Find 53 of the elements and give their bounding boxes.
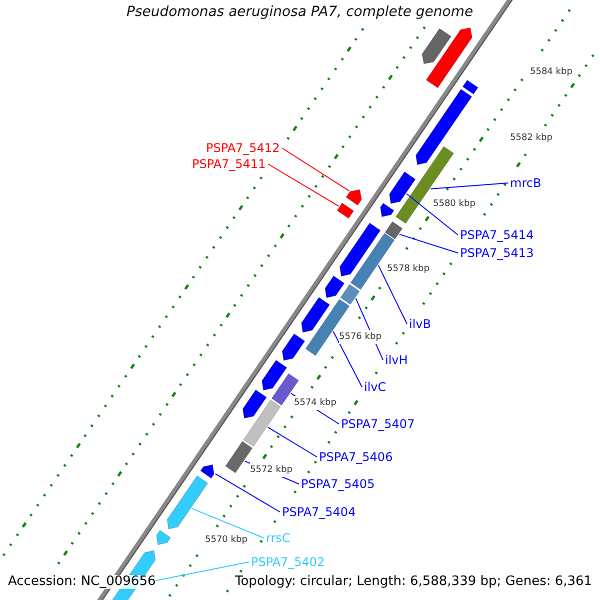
- gene-label: ilvH: [385, 353, 408, 367]
- gene-feature: [242, 390, 267, 419]
- leader-line: [430, 182, 508, 190]
- leader-line: [268, 164, 340, 207]
- gene-feature: [156, 530, 171, 545]
- title: Pseudomonas aeruginosa PA7, complete genome: [126, 5, 474, 19]
- gene-label: PSPA7_5406: [319, 450, 393, 464]
- gene-label: rrsC: [266, 531, 290, 545]
- gene-feature: [346, 189, 362, 206]
- gene-label: PSPA7_5405: [301, 477, 375, 491]
- gene-feature: [416, 88, 472, 166]
- gene-label: ilvB: [409, 317, 432, 331]
- gene-feature: [243, 400, 281, 447]
- gene-feature: [200, 464, 214, 478]
- position-label: 5582 kbp: [510, 131, 552, 145]
- genome-info-text: Topology: circular; Length: 6,588,339 bp; Genes: 6,361: [235, 575, 592, 589]
- gene-feature: [422, 28, 452, 64]
- leader-line: [332, 330, 362, 388]
- accession-text: Accession: NC_009656: [8, 575, 156, 589]
- gene-label: mrcB: [510, 176, 542, 190]
- gene-feature: [301, 297, 330, 333]
- leader-line: [399, 234, 458, 254]
- gene-feature: [384, 221, 403, 240]
- gene-label: PSPA7_5404: [282, 505, 356, 519]
- gene-feature: [396, 146, 454, 224]
- position-label: 5584 kbp: [530, 65, 572, 79]
- gene-feature: [336, 202, 354, 219]
- gene-feature: [340, 222, 381, 277]
- position-label: 5576 kbp: [339, 330, 382, 344]
- gene-label: ilvC: [364, 380, 386, 394]
- leader-line: [282, 148, 350, 192]
- gene-label: PSPA7_5412: [206, 141, 280, 155]
- gene-feature: [262, 360, 288, 391]
- leader-line: [406, 193, 458, 236]
- gene-label: PSPA7_5407: [341, 417, 415, 431]
- leader-line: [378, 264, 408, 324]
- gene-feature: [166, 476, 208, 530]
- gene-label: PSPA7_5402: [251, 555, 325, 569]
- gene-feature: [389, 172, 416, 204]
- leader-line: [214, 473, 280, 512]
- gene-feature: [462, 80, 478, 94]
- position-label: 5578 kbp: [387, 262, 430, 276]
- gene-label: PSPA7_5414: [460, 228, 534, 242]
- gene-label: PSPA7_5413: [460, 246, 534, 260]
- gene-label: PSPA7_5411: [192, 157, 266, 171]
- position-label: 5570 kbp: [205, 533, 248, 547]
- gene-feature: [426, 27, 472, 88]
- gene-feature: [324, 276, 345, 298]
- position-label: 5572 kbp: [250, 463, 292, 477]
- position-label: 5574 kbp: [294, 396, 336, 410]
- leader-line: [191, 508, 264, 538]
- gene-feature: [340, 284, 360, 305]
- position-label: 5580 kbp: [433, 197, 476, 211]
